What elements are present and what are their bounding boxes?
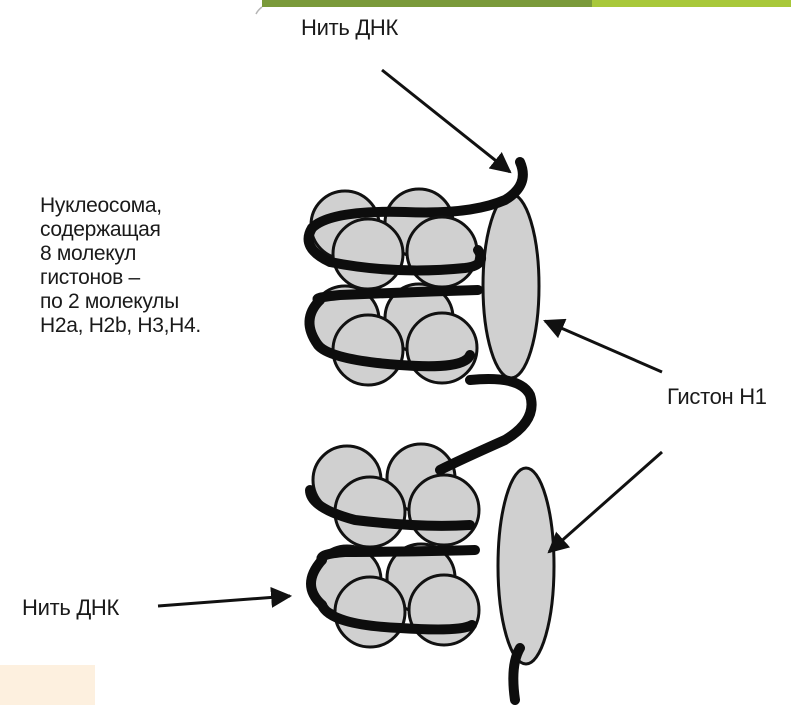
arrow-histone-h1-bottom [549,452,662,552]
histone-circle [333,219,403,289]
nucleosome-line: содержащая [40,218,201,242]
corner-highlight-box [0,665,95,705]
dna-thread-top-label: Нить ДНК [301,16,398,40]
histone-h1-bottom [498,468,554,664]
histone-circle [335,577,405,647]
nucleosome-line: Нуклеосома, [40,194,201,218]
nucleosome-line: гистонов – [40,266,201,290]
histone-circle [409,475,479,545]
histone-h1-top [483,194,539,378]
nucleosome-line: 8 молекул [40,242,201,266]
dna-thread-bottom-label: Нить ДНК [22,596,119,620]
histone-circle [407,313,477,383]
arrow-dna-bottom [158,596,290,606]
arrow-histone-h1-top [545,321,662,372]
histone-h1-label: Гистон Н1 [667,385,767,409]
top-accent-bar [256,0,791,14]
histone-circle [335,477,405,547]
arrow-dna-top [382,70,510,172]
histone-circle [409,575,479,645]
nucleosome-line: по 2 молекулы [40,290,201,314]
histone-circle [333,315,403,385]
nucleosome-description: Нуклеосома, содержащая 8 молекул гистоно… [40,194,201,338]
nucleosome-line: Н2а, Н2b, Н3,Н4. [40,314,201,338]
histone-circle [407,217,477,287]
